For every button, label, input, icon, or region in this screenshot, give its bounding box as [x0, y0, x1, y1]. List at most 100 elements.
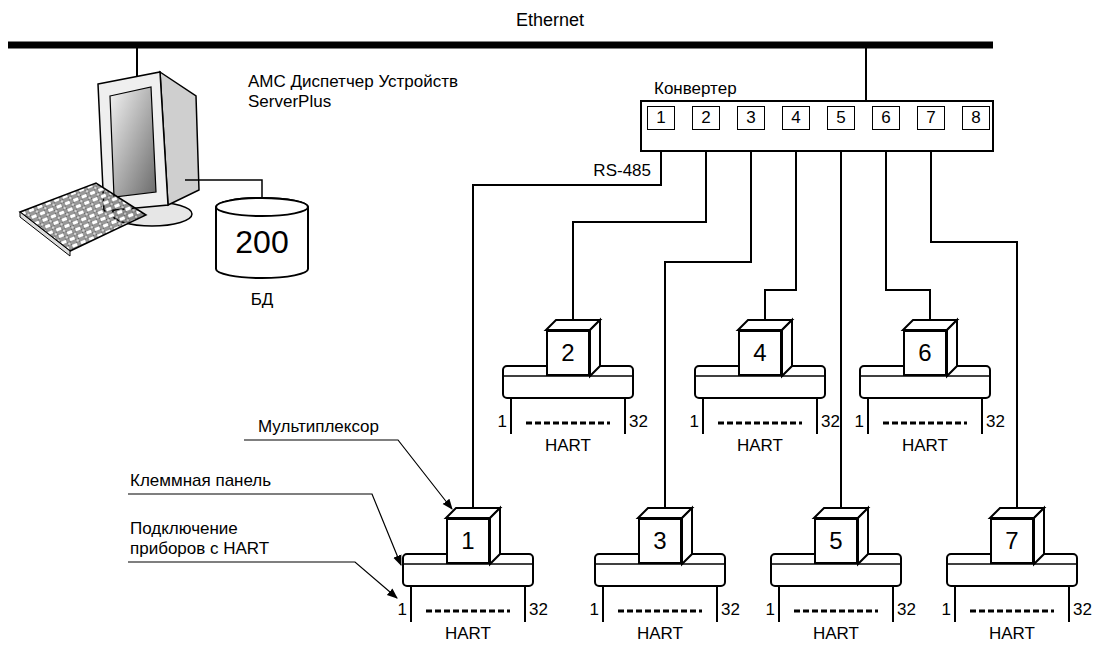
converter-port: 3	[737, 106, 765, 130]
multiplexer-number: 1	[461, 527, 474, 555]
multiplexer-box: 1	[446, 518, 490, 564]
terminal-dashes	[970, 610, 1054, 613]
terminal-number: 1	[398, 600, 407, 620]
port-number: 3	[746, 108, 755, 128]
cube-side	[782, 320, 792, 376]
port-number: 1	[656, 108, 665, 128]
port-number: 5	[836, 108, 845, 128]
terminal-dashes	[718, 422, 802, 425]
terminal-number: 32	[721, 600, 740, 620]
cylinder-top	[216, 198, 308, 216]
callout-line	[244, 440, 452, 509]
port-number: 2	[701, 108, 710, 128]
converter-port: 7	[917, 106, 945, 130]
callout-line	[128, 562, 397, 598]
rs485-line	[473, 130, 661, 508]
terminal-dashes	[883, 422, 967, 425]
multiplexer-box: 2	[546, 330, 590, 376]
panel-leg	[510, 398, 512, 434]
callout-label: Клеммная панель	[130, 471, 271, 491]
terminal-number: 32	[897, 600, 916, 620]
multiplexer-number: 6	[918, 339, 931, 367]
panel-leg	[702, 398, 704, 434]
terminal-number: 32	[629, 412, 648, 432]
terminal-number: 1	[590, 600, 599, 620]
terminal-number: 1	[690, 412, 699, 432]
rs485-line	[886, 130, 930, 320]
rs485-line	[573, 130, 706, 320]
rs485-line	[765, 130, 796, 320]
panel-leg	[602, 586, 604, 622]
converter-drop	[865, 45, 867, 101]
terminal-number: 1	[942, 600, 951, 620]
terminal-number: 1	[498, 412, 507, 432]
terminal-number: 32	[1073, 600, 1092, 620]
node-heading: Конвертер	[654, 79, 737, 99]
panel-leg	[954, 586, 956, 622]
database-value: 200	[214, 224, 310, 260]
bus-name: HART	[737, 436, 783, 456]
line-label: RS-485	[591, 161, 653, 181]
port-number: 7	[926, 108, 935, 128]
terminal-number: 1	[855, 412, 864, 432]
panel-leg	[624, 398, 626, 434]
converter-port: 1	[647, 106, 675, 130]
bus-name: HART	[902, 436, 948, 456]
panel-leg	[778, 586, 780, 622]
terminal-number: 32	[986, 412, 1005, 432]
converter-port: 2	[692, 106, 720, 130]
terminal-dashes	[526, 422, 610, 425]
pc-db-link	[185, 180, 262, 198]
callout-label: Подключение приборов с HART	[130, 519, 270, 559]
bus-name: HART	[445, 624, 491, 644]
converter-port: 4	[782, 106, 810, 130]
bus-name: HART	[545, 436, 591, 456]
pc-drop	[136, 45, 138, 78]
panel-leg	[981, 398, 983, 434]
ethernet-bus	[8, 42, 993, 49]
converter-port: 5	[827, 106, 855, 130]
multiplexer-number: 3	[653, 527, 666, 555]
bus-name: HART	[637, 624, 683, 644]
terminal-number: 32	[529, 600, 548, 620]
multiplexer-number: 2	[561, 339, 574, 367]
keyboard	[20, 183, 146, 251]
multiplexer-box: 4	[738, 330, 782, 376]
keyboard-edge	[20, 212, 70, 256]
cube-side	[947, 320, 957, 376]
cube-side	[682, 508, 692, 564]
multiplexer-box: 3	[638, 518, 682, 564]
panel-leg	[410, 586, 412, 622]
port-number: 4	[791, 108, 800, 128]
cube-side	[1034, 508, 1044, 564]
monitor-screen	[110, 87, 156, 197]
cube-side	[590, 320, 600, 376]
database-caption: БД	[214, 290, 310, 310]
converter-box: Конвертер12345678	[640, 100, 994, 152]
multiplexer-box: 7	[990, 518, 1034, 564]
database-cylinder: 200БД	[214, 196, 310, 280]
panel-leg	[1068, 586, 1070, 622]
converter-port: 8	[962, 106, 990, 130]
terminal-dashes	[618, 610, 702, 613]
multiplexer-box: 6	[903, 330, 947, 376]
multiplexer-number: 4	[753, 339, 766, 367]
terminal-number: 1	[766, 600, 775, 620]
bus-label: Ethernet	[516, 10, 584, 30]
terminal-number: 32	[821, 412, 840, 432]
callout-label: Мультиплексор	[258, 417, 379, 437]
terminal-dashes	[426, 610, 510, 613]
callout-line	[128, 494, 401, 565]
panel-leg	[524, 586, 526, 622]
multiplexer-box: 5	[814, 518, 858, 564]
cube-side	[490, 508, 500, 564]
panel-leg	[892, 586, 894, 622]
software-label: АМС Диспетчер Устройств ServerPlus	[248, 72, 483, 112]
multiplexer-number: 7	[1005, 527, 1018, 555]
port-number: 8	[971, 108, 980, 128]
cube-side	[858, 508, 868, 564]
multiplexer-number: 5	[829, 527, 842, 555]
port-number: 6	[881, 108, 890, 128]
